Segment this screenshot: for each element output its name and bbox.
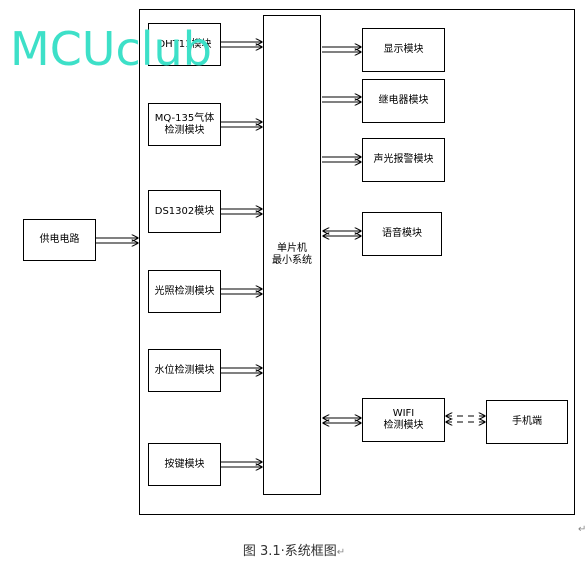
- side-paragraph-mark: ↵: [578, 524, 587, 535]
- system-frame: [139, 9, 575, 515]
- arrow-mq135: [221, 122, 262, 127]
- light-detect-box: 光照检测模块: [148, 270, 221, 313]
- phone-box: 手机端: [486, 400, 568, 444]
- arrow-display: [322, 47, 361, 52]
- light-detect-label: 光照检测模块: [154, 285, 215, 297]
- dht11-box: DHT11模块: [148, 23, 221, 66]
- relay-box: 继电器模块: [362, 79, 445, 123]
- mcuclub-watermark: MCUclub: [10, 22, 212, 76]
- power-supply-box: 供电电路: [23, 219, 96, 261]
- arrow-ds1302: [221, 209, 262, 214]
- power-supply-label: 供电电路: [39, 234, 80, 245]
- arrow-voice: [323, 231, 361, 236]
- wifi-box: WIFI 检测模块: [362, 398, 445, 442]
- phone-label: 手机端: [512, 416, 542, 427]
- figure-caption-text: 图 3.1·系统框图: [242, 544, 337, 559]
- arrow-water: [221, 368, 262, 373]
- arrow-dht: [221, 42, 262, 47]
- arrow-wireless: [446, 416, 485, 422]
- mcu-label: 单片机 最小系统: [272, 243, 312, 266]
- voice-box: 语音模块: [362, 212, 442, 256]
- mq135-box: MQ-135气体 检测模块: [148, 103, 221, 146]
- voice-label: 语音模块: [382, 228, 422, 239]
- caption-paragraph-mark: ↵: [336, 547, 346, 558]
- arrow-relay: [322, 97, 361, 102]
- mcu-box: 单片机 最小系统: [263, 15, 321, 495]
- arrow-light: [221, 289, 262, 294]
- ds1302-label: DS1302模块: [154, 205, 215, 217]
- arrow-key: [221, 462, 262, 467]
- water-level-label: 水位检测模块: [154, 364, 215, 376]
- key-module-label: 按键模块: [164, 458, 205, 470]
- ds1302-box: DS1302模块: [148, 190, 221, 233]
- display-box: 显示模块: [362, 28, 445, 72]
- figure-caption: 图 3.1·系统框图↵: [0, 540, 588, 559]
- alarm-label: 声光报警模块: [373, 154, 434, 165]
- mq135-label: MQ-135气体 检测模块: [154, 112, 215, 136]
- arrow-wifi: [323, 418, 361, 423]
- wifi-label: WIFI 检测模块: [383, 408, 424, 431]
- display-label: 显示模块: [383, 44, 424, 55]
- dht11-label: DHT11模块: [157, 38, 212, 50]
- key-module-box: 按键模块: [148, 443, 221, 486]
- arrow-power: [96, 238, 138, 243]
- relay-label: 继电器模块: [378, 95, 429, 106]
- water-level-box: 水位检测模块: [148, 349, 221, 392]
- alarm-box: 声光报警模块: [362, 138, 445, 182]
- arrow-alarm: [322, 157, 361, 162]
